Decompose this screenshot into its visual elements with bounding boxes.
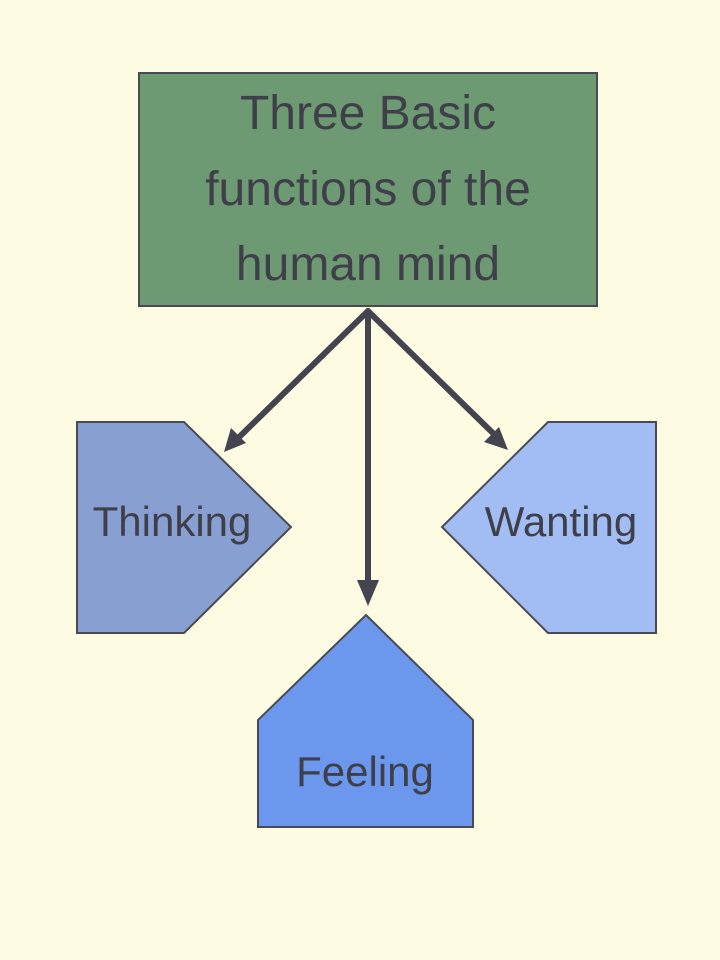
title-line-1: Three Basic xyxy=(240,87,496,140)
thinking-shape xyxy=(76,421,293,634)
arrow-to-thinking xyxy=(227,308,371,449)
feeling-node: Feeling xyxy=(257,613,474,828)
arrowhead-wanting xyxy=(484,427,508,450)
arrow-to-wanting xyxy=(365,308,503,443)
feeling-label: Feeling xyxy=(296,748,434,795)
title-line-3: human mind xyxy=(236,238,500,291)
title-line-2: functions of the xyxy=(205,163,531,216)
wanting-label: Wanting xyxy=(485,498,638,545)
arrowhead-thinking xyxy=(224,428,246,452)
thinking-node: Thinking xyxy=(76,421,293,634)
arrowhead-feeling xyxy=(357,580,379,606)
title-node: Three Basic functions of the human mind xyxy=(138,72,598,307)
title-box xyxy=(138,72,598,307)
feeling-shape xyxy=(257,613,474,828)
thinking-label: Thinking xyxy=(93,498,252,545)
connector-arrows xyxy=(224,308,508,606)
wanting-shape xyxy=(440,421,657,634)
wanting-node: Wanting xyxy=(440,421,657,634)
